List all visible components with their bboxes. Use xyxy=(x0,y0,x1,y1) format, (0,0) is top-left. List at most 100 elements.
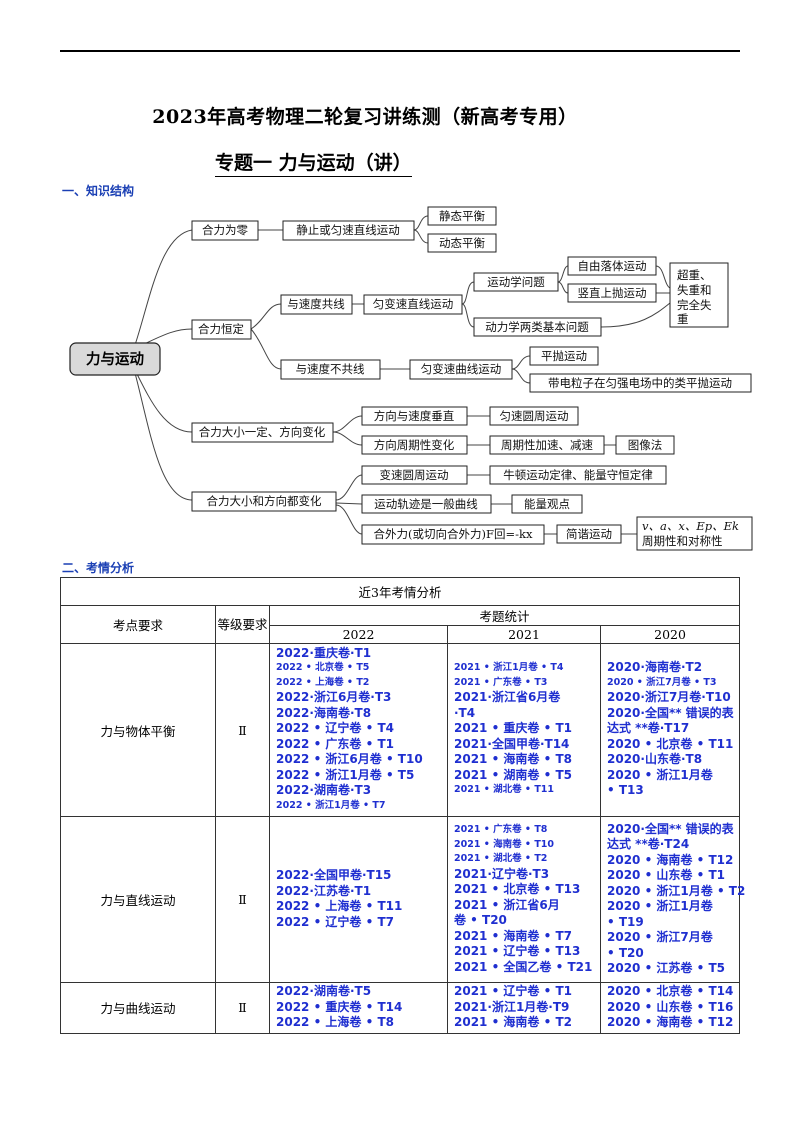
node-dynamic-equilibrium: 动态平衡 xyxy=(427,233,497,253)
exam-ref: 2020 • 浙江7月卷 • T3 xyxy=(607,676,717,688)
page-subtitle: 专题一 力与运动（讲） xyxy=(215,148,412,177)
exam-ref: ·T4 xyxy=(454,705,476,720)
node-net-force-constant: 合力恒定 xyxy=(191,319,252,340)
svg-text:动态平衡: 动态平衡 xyxy=(439,236,485,250)
svg-text:与速度不共线: 与速度不共线 xyxy=(296,362,365,376)
node-periodic-accel: 周期性加速、减速 xyxy=(489,435,605,455)
exam-ref: 2020 • 江苏卷 • T5 xyxy=(607,961,725,975)
node-variable-circular: 变速圆周运动 xyxy=(361,465,468,485)
exam-ref: 2021 • 北京卷 • T13 xyxy=(454,882,581,896)
svg-text:静态平衡: 静态平衡 xyxy=(439,209,485,223)
level-cell: Ⅱ xyxy=(215,643,270,817)
svg-text:自由落体运动: 自由落体运动 xyxy=(578,259,647,273)
svg-text:简谐运动: 简谐运动 xyxy=(566,527,612,541)
exam-ref: 2020·山东卷·T8 xyxy=(607,752,703,767)
exam-ref: 达式 **卷·T24 xyxy=(607,837,690,851)
node-kinematics: 运动学问题 xyxy=(473,272,559,292)
page-title: 2023年高考物理二轮复习讲练测（新高考专用） xyxy=(152,106,578,128)
exam-ref: 2021 • 浙江省6月 xyxy=(454,897,560,912)
svg-text:能量观点: 能量观点 xyxy=(524,497,570,511)
svg-text:合外力(或切向合外力)F回=-kx: 合外力(或切向合外力)F回=-kx xyxy=(374,527,533,541)
exam-ref: • T19 xyxy=(607,914,644,929)
node-projectile: 平抛运动 xyxy=(529,346,599,366)
node-net-force-zero: 合力为零 xyxy=(191,220,259,241)
node-free-fall: 自由落体运动 xyxy=(567,256,657,276)
svg-text:失重和: 失重和 xyxy=(677,283,712,297)
exam-ref: 2021·辽宁卷·T3 xyxy=(454,866,550,881)
node-static-equilibrium: 静态平衡 xyxy=(427,206,497,226)
node-non-collinear: 与速度不共线 xyxy=(280,359,381,380)
topic-cell: 力与直线运动 xyxy=(60,816,216,983)
svg-text:重: 重 xyxy=(677,312,689,326)
svg-text:方向与速度垂直: 方向与速度垂直 xyxy=(374,409,455,423)
node-graph-method: 图像法 xyxy=(615,435,675,455)
exam-ref: • T20 xyxy=(607,945,644,960)
node-rest-or-uniform: 静止或匀速直线运动 xyxy=(282,220,415,241)
topic-cell: 力与曲线运动 xyxy=(60,982,216,1034)
exam-ref: 2022 • 浙江6月卷 • T10 xyxy=(276,752,423,767)
svg-text:力与运动: 力与运动 xyxy=(86,350,144,368)
exam-ref: 2020·全国** 错误的表 xyxy=(607,821,734,836)
section-heading-analysis: 二、考情分析 xyxy=(62,561,135,575)
node-collinear: 与速度共线 xyxy=(280,294,353,315)
top-rule xyxy=(60,50,740,52)
topic-cell: 力与物体平衡 xyxy=(60,643,216,817)
exam-ref: 2021 • 湖北卷 • T2 xyxy=(454,853,548,864)
node-overweight: 超重、 失重和 完全失 重 xyxy=(669,262,729,328)
exam-ref: 卷 • T20 xyxy=(454,913,507,927)
exam-ref: • T13 xyxy=(607,783,644,798)
exam-ref: 2022·重庆卷·T1 xyxy=(276,645,372,660)
exam-ref: 2022·浙江6月卷·T3 xyxy=(276,690,392,705)
exam-ref: 2020 • 海南卷 • T12 xyxy=(607,852,734,867)
exam-ref: 2022 • 辽宁卷 • T4 xyxy=(276,721,394,736)
exam-ref: 2020 • 浙江1月卷 • T2 xyxy=(607,883,746,898)
node-uniform-circular: 匀速圆周运动 xyxy=(489,406,579,426)
table-caption: 近3年考情分析 xyxy=(59,577,741,606)
exam-ref: 2021·全国甲卷·T14 xyxy=(454,736,570,751)
svg-text:匀速圆周运动: 匀速圆周运动 xyxy=(500,409,569,423)
exam-ref: 2021 • 辽宁卷 • T1 xyxy=(454,984,572,998)
exam-ref: 2020 • 山东卷 • T1 xyxy=(607,868,725,882)
node-restoring-force: 合外力(或切向合外力)F回=-kx xyxy=(361,524,545,545)
exam-ref: 2022 • 上海卷 • T11 xyxy=(276,899,403,913)
exam-ref: 2021 • 湖南卷 • T5 xyxy=(454,767,572,782)
exam-ref: 2020 • 浙江1月卷 xyxy=(607,899,713,913)
header-year-2021: 2021 xyxy=(447,625,601,644)
node-dynamics-basic: 动力学两类基本问题 xyxy=(473,317,602,337)
svg-text:平抛运动: 平抛运动 xyxy=(541,349,587,363)
exam-ref: 2022 • 上海卷 • T8 xyxy=(276,1015,394,1029)
node-uniform-accel-curve: 匀变速曲线运动 xyxy=(409,359,513,380)
exam-ref: 2020 • 北京卷 • T11 xyxy=(607,736,734,751)
exam-ref: 2022 • 辽宁卷 • T7 xyxy=(276,914,394,929)
header-year-2022: 2022 xyxy=(269,625,448,644)
exam-ref: 2021 • 广东卷 • T8 xyxy=(454,824,548,835)
exam-ref: 2020 • 北京卷 • T14 xyxy=(607,984,734,998)
svg-text:合力为零: 合力为零 xyxy=(202,223,248,237)
svg-text:超重、: 超重、 xyxy=(677,268,712,282)
svg-text:运动学问题: 运动学问题 xyxy=(487,275,545,289)
exam-ref: 2022 • 浙江1月卷 • T7 xyxy=(276,799,386,811)
exam-ref: 达式 **卷·T17 xyxy=(607,721,690,736)
svg-text:带电粒子在匀强电场中的类平抛运动: 带电粒子在匀强电场中的类平抛运动 xyxy=(548,376,732,390)
exam-ref: 2021 • 海南卷 • T8 xyxy=(454,752,572,767)
header-level: 等级要求 xyxy=(215,605,270,644)
mindmap-root-node: 力与运动 xyxy=(69,342,161,376)
exam-ref: 2021·浙江1月卷·T9 xyxy=(454,999,570,1014)
svg-text:合力大小和方向都变化: 合力大小和方向都变化 xyxy=(207,494,322,508)
exam-ref: 2021 • 湖北卷 • T11 xyxy=(454,784,555,796)
exam-ref: 2022·全国甲卷·T15 xyxy=(276,868,392,882)
exam-ref: 2021 • 海南卷 • T7 xyxy=(454,928,572,943)
exam-ref: 2020 • 海南卷 • T12 xyxy=(607,1015,734,1029)
level-cell: Ⅱ xyxy=(215,816,270,983)
node-newton-energy: 牛顿运动定律、能量守恒定律 xyxy=(489,465,667,485)
exam-ref: 2020 • 山东卷 • T16 xyxy=(607,999,734,1014)
exam-ref: 2022 • 广东卷 • T1 xyxy=(276,736,394,751)
svg-text:匀变速曲线运动: 匀变速曲线运动 xyxy=(421,362,502,376)
exam-ref: 2021 • 重庆卷 • T1 xyxy=(454,721,572,736)
